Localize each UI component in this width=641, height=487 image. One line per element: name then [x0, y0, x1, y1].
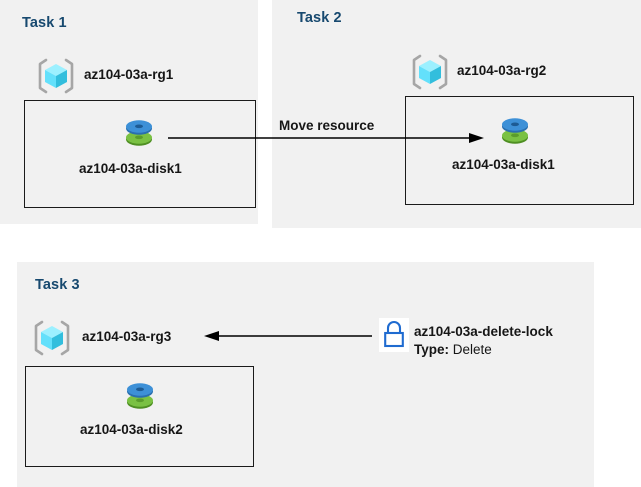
resource-group-label-1: az104-03a-rg1 — [84, 67, 174, 82]
resource-group-box-1 — [24, 100, 256, 208]
managed-disk-icon — [494, 111, 536, 153]
resource-group-label-2: az104-03a-rg2 — [457, 63, 547, 78]
disk-label-1: az104-03a-disk1 — [79, 161, 182, 176]
delete-lock-name: az104-03a-delete-lock — [414, 324, 553, 339]
move-resource-arrow — [168, 133, 484, 143]
task-1-title: Task 1 — [22, 15, 67, 31]
delete-lock-type-key: Type: — [414, 342, 453, 357]
padlock-icon — [379, 318, 409, 352]
resource-group-box-3 — [25, 366, 254, 467]
task-2-title: Task 2 — [297, 10, 342, 26]
resource-group-label-3: az104-03a-rg3 — [82, 329, 172, 344]
resource-group-box-2 — [405, 96, 634, 205]
delete-lock-type-row: Type: Delete — [414, 342, 492, 357]
managed-disk-icon — [118, 113, 160, 155]
delete-lock-type-value: Delete — [452, 342, 492, 357]
resource-group-icon — [410, 52, 450, 92]
task-3-title: Task 3 — [35, 277, 80, 293]
resource-group-icon — [32, 318, 72, 358]
disk-label-2: az104-03a-disk1 — [452, 157, 555, 172]
move-resource-label: Move resource — [279, 118, 375, 133]
delete-lock-arrow — [204, 331, 372, 341]
resource-group-icon — [36, 56, 76, 96]
managed-disk-icon — [119, 376, 161, 418]
disk-label-3: az104-03a-disk2 — [80, 422, 183, 437]
